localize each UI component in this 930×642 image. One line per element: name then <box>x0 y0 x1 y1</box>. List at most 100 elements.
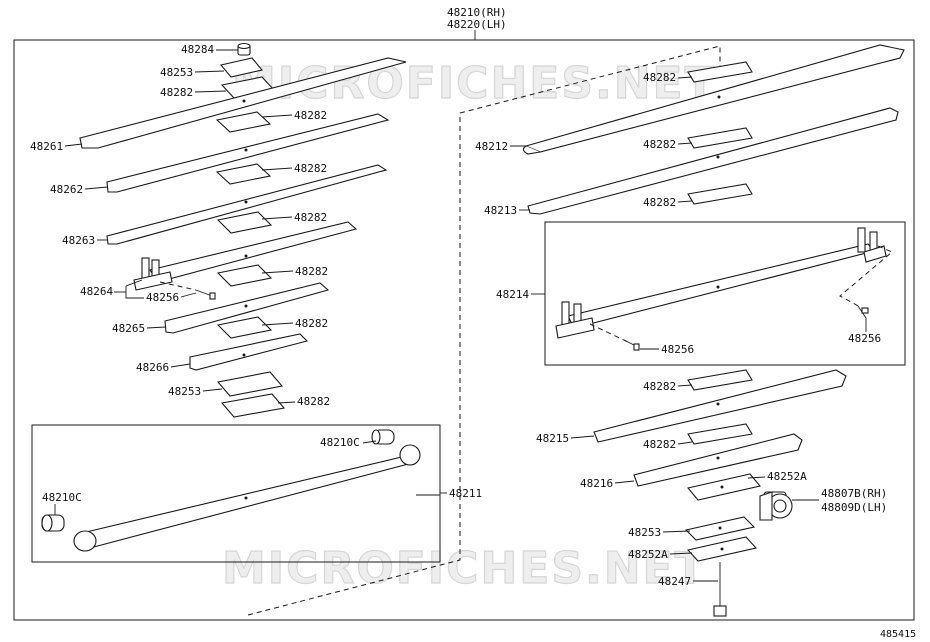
spacer-48807B-48809D[interactable] <box>759 491 793 521</box>
leader-48253-r <box>662 530 691 533</box>
leader-48262 <box>84 186 109 190</box>
leaf-48261-hole <box>242 99 246 103</box>
leaf-48266[interactable] <box>189 333 309 371</box>
leader-48253-mid <box>202 388 223 392</box>
pad-48282-a[interactable] <box>215 111 272 133</box>
assembly-part-lh: 48220(LH) <box>447 18 507 31</box>
bolt-48256-r2[interactable] <box>857 305 869 319</box>
leaf-48214[interactable] <box>555 227 887 339</box>
pad-48282-r4[interactable] <box>687 369 753 391</box>
label-48210C-left[interactable]: 48210C <box>42 491 82 504</box>
label-48263[interactable]: 48263 <box>62 234 95 247</box>
label-48216[interactable]: 48216 <box>580 477 613 490</box>
label-48247[interactable]: 48247 <box>658 575 691 588</box>
label-48214[interactable]: 48214 <box>496 288 529 301</box>
leader-48282-b <box>261 167 293 171</box>
label-48252A-a[interactable]: 48252A <box>767 470 807 483</box>
nut-48284[interactable] <box>237 42 251 56</box>
bushing-48210C-top[interactable] <box>371 429 395 445</box>
label-48215[interactable]: 48215 <box>536 432 569 445</box>
leaf-48261[interactable] <box>79 57 407 149</box>
label-48282-r2[interactable]: 48282 <box>643 138 676 151</box>
plate-48253-top[interactable] <box>220 57 263 78</box>
label-48210C-top[interactable]: 48210C <box>320 436 360 449</box>
dash-48256-left <box>159 281 197 291</box>
leader-48215 <box>570 435 595 439</box>
bushing-48210C-left[interactable] <box>41 514 65 532</box>
leader-48264-bracket <box>125 286 144 299</box>
label-48253-mid[interactable]: 48253 <box>168 385 201 398</box>
leaf-48265[interactable] <box>164 282 330 334</box>
label-48211[interactable]: 48211 <box>449 487 482 500</box>
leaf-48262-hole <box>244 148 248 152</box>
plate-48253-mid[interactable] <box>216 371 284 397</box>
label-48282-f[interactable]: 48282 <box>297 395 330 408</box>
bolt-48247[interactable] <box>713 562 727 617</box>
pad-48282-r1[interactable] <box>687 61 753 83</box>
leaf-48264[interactable] <box>133 221 358 291</box>
label-48252A-b[interactable]: 48252A <box>628 548 668 561</box>
dash-stack-link <box>247 45 721 616</box>
leaf-48263[interactable] <box>106 164 388 245</box>
watermark-top: MICROFICHES.NET <box>232 58 717 109</box>
label-48282-r1[interactable]: 48282 <box>643 71 676 84</box>
label-48282-b[interactable]: 48282 <box>294 162 327 175</box>
label-48262[interactable]: 48262 <box>50 183 83 196</box>
label-48282-a[interactable]: 48282 <box>294 109 327 122</box>
leader-48266 <box>170 363 191 368</box>
label-48282-c[interactable]: 48282 <box>294 211 327 224</box>
label-48212[interactable]: 48212 <box>475 140 508 153</box>
leader-48282-top <box>194 90 227 93</box>
label-48265[interactable]: 48265 <box>112 322 145 335</box>
leaf-48263-hole <box>244 200 248 204</box>
label-48256-left[interactable]: 48256 <box>146 291 179 304</box>
label-48809D[interactable]: 48809D(LH) <box>821 501 887 514</box>
leader-48282-f <box>277 401 296 404</box>
label-48256-r1[interactable]: 48256 <box>661 343 694 356</box>
pad-48282-r2[interactable] <box>687 127 753 149</box>
leaf-48213[interactable] <box>527 107 899 215</box>
leader-48264-to-clip <box>125 279 143 287</box>
label-48266[interactable]: 48266 <box>136 361 169 374</box>
label-48261[interactable]: 48261 <box>30 140 63 153</box>
leader-48282-r2 <box>677 142 693 145</box>
label-48264[interactable]: 48264 <box>80 285 113 298</box>
label-48213[interactable]: 48213 <box>484 204 517 217</box>
label-48807B[interactable]: 48807B(RH) <box>821 487 887 500</box>
label-48253-r[interactable]: 48253 <box>628 526 661 539</box>
leader-48282-e <box>261 322 294 326</box>
leader-48252A-a <box>747 476 766 479</box>
label-48282-top[interactable]: 48282 <box>160 86 193 99</box>
label-48282-e[interactable]: 48282 <box>295 317 328 330</box>
pad-48282-r5[interactable] <box>687 423 753 445</box>
leaf-48215[interactable] <box>593 369 847 443</box>
leader-48282-r1 <box>677 76 693 79</box>
label-48282-r3[interactable]: 48282 <box>643 196 676 209</box>
label-48282-r4[interactable]: 48282 <box>643 380 676 393</box>
leaf-48216[interactable] <box>633 433 803 487</box>
pad-48282-b[interactable] <box>215 163 272 185</box>
bolt-48256-r1[interactable] <box>623 339 640 351</box>
label-48282-d[interactable]: 48282 <box>295 265 328 278</box>
label-48284[interactable]: 48284 <box>181 43 214 56</box>
label-48253-top[interactable]: 48253 <box>160 66 193 79</box>
pad-48282-c[interactable] <box>216 211 273 234</box>
dash-48256-r2 <box>839 245 893 309</box>
bolt-48256-left[interactable] <box>195 289 216 300</box>
pad-48282-r3[interactable] <box>687 183 753 205</box>
leaf-48211[interactable] <box>73 444 421 552</box>
label-48256-r2[interactable]: 48256 <box>848 332 881 345</box>
plate-48252A-a[interactable] <box>687 473 761 501</box>
leaf-48262[interactable] <box>106 113 390 193</box>
pad-48282-e[interactable] <box>216 316 273 339</box>
box-48214 <box>544 221 906 366</box>
leader-48282-r3 <box>677 200 693 203</box>
leader-48261 <box>64 143 83 147</box>
leaf-48212[interactable] <box>522 44 905 155</box>
dash-48256-r1 <box>589 323 629 343</box>
pad-48282-f[interactable] <box>220 393 286 418</box>
label-48282-r5[interactable]: 48282 <box>643 438 676 451</box>
pad-48282-d[interactable] <box>216 264 273 287</box>
main-frame <box>13 39 915 621</box>
leader-48282-d <box>261 270 294 274</box>
